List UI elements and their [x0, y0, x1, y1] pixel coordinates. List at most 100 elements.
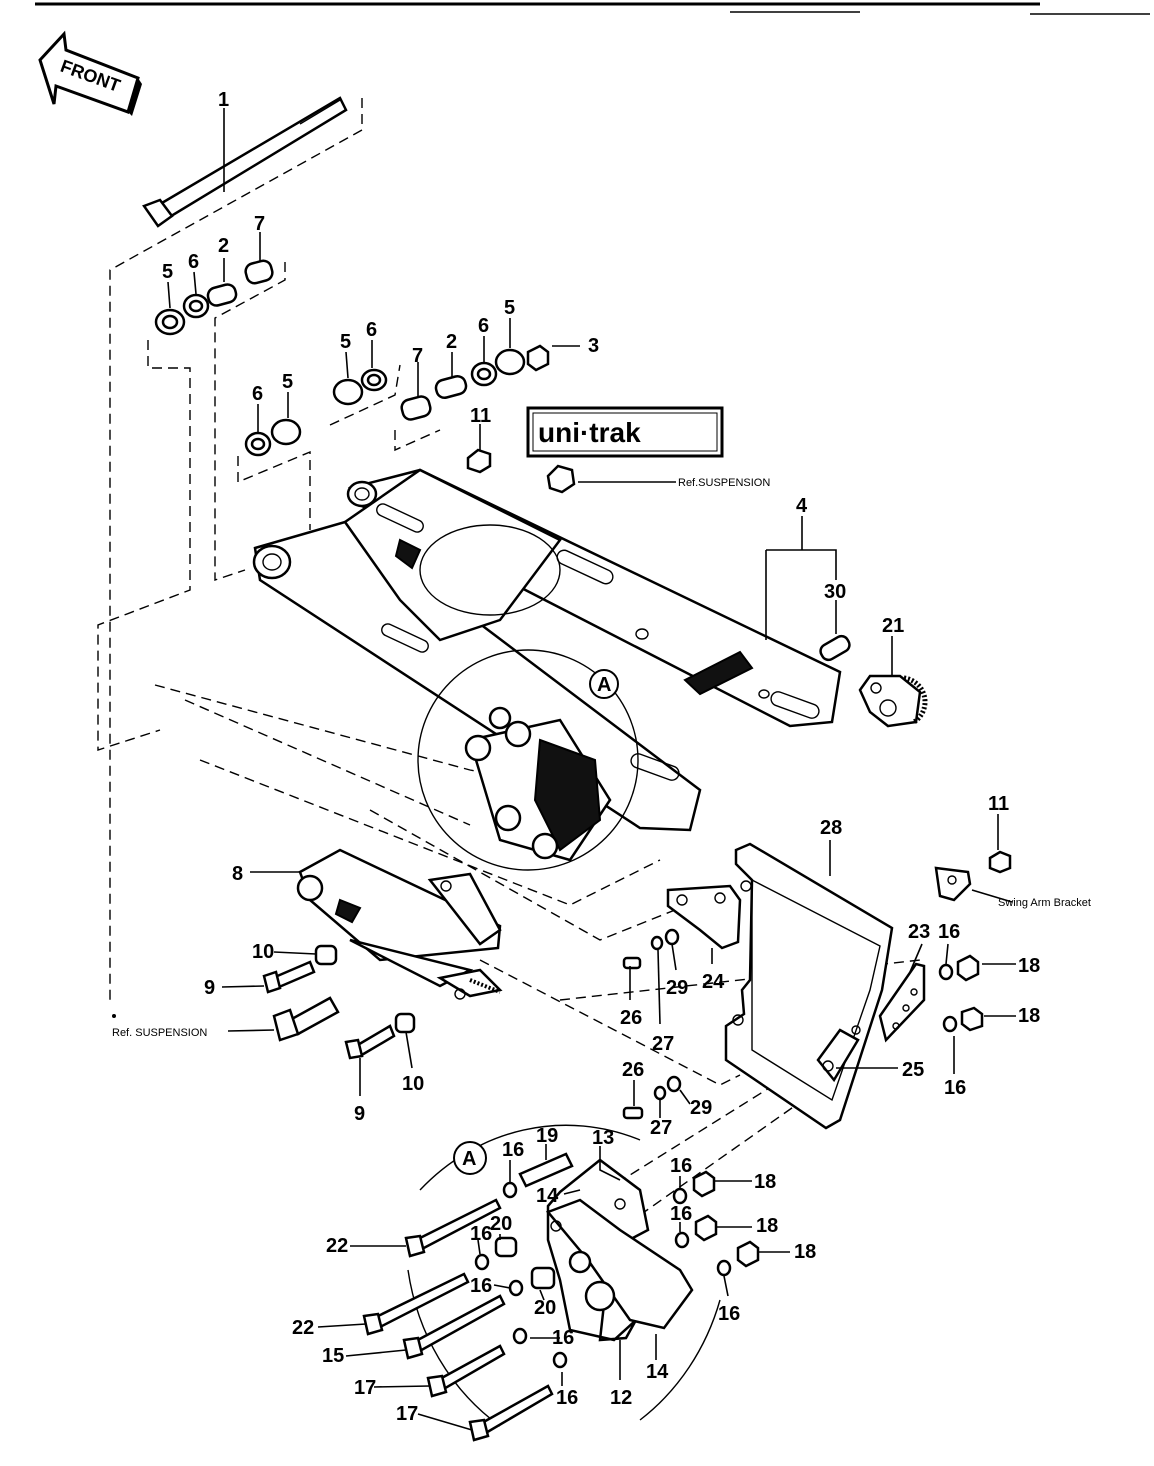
swing-arm-bracket-note: Swing Arm Bracket	[998, 897, 1091, 909]
note-dot	[112, 1014, 116, 1018]
callout-22: 22	[326, 1235, 348, 1257]
callout-18: 18	[754, 1171, 776, 1193]
callout-27: 27	[652, 1033, 674, 1055]
callout-7: 7	[254, 213, 265, 235]
callout-26: 26	[622, 1059, 644, 1081]
callout-16: 16	[556, 1387, 578, 1409]
callout-10: 10	[252, 941, 274, 963]
bracket-24	[666, 884, 742, 950]
callout-30: 30	[824, 581, 846, 603]
callout-14: 14	[646, 1361, 669, 1383]
callout-16: 16	[502, 1139, 524, 1161]
nut-11-upper	[466, 448, 492, 474]
callout-16: 16	[470, 1275, 492, 1297]
callout-16: 16	[470, 1223, 492, 1245]
callout-16: 16	[718, 1303, 740, 1325]
callout-17: 17	[396, 1403, 418, 1425]
callout-18: 18	[794, 1241, 816, 1263]
uni-trak-logo: uni·trak	[526, 406, 724, 458]
callout-12: 12	[610, 1387, 632, 1409]
front-arrow: FRONT	[38, 30, 142, 116]
callout-20: 20	[534, 1297, 556, 1319]
detail-a-label-lower: A	[462, 1148, 476, 1170]
logo-text: uni·trak	[538, 417, 641, 448]
callout-28: 28	[820, 817, 842, 839]
callout-6: 6	[366, 319, 377, 341]
pivot-bolt-1	[142, 96, 348, 228]
left-pivot-hardware-lower	[244, 418, 302, 457]
callout-14: 14	[536, 1185, 559, 1207]
callout-10: 10	[402, 1073, 424, 1095]
callout-20: 20	[490, 1213, 512, 1235]
chain-adjuster-21	[858, 674, 928, 728]
callout-5: 5	[340, 331, 351, 353]
callout-1: 1	[218, 89, 229, 111]
callout-23: 23	[908, 921, 930, 943]
callout-8: 8	[232, 863, 243, 885]
callout-19: 19	[536, 1125, 558, 1147]
plate-25	[816, 1028, 860, 1083]
callout-3: 3	[588, 335, 599, 357]
callout-9: 9	[204, 977, 215, 999]
callout-18: 18	[756, 1215, 778, 1237]
callout-27: 27	[650, 1117, 672, 1139]
pin-30	[819, 634, 851, 662]
right-pivot-hardware	[332, 344, 550, 421]
screw-26-upper	[622, 956, 642, 970]
callout-21: 21	[882, 615, 904, 637]
callout-16: 16	[670, 1155, 692, 1177]
callout-18: 18	[1018, 1005, 1040, 1027]
callout-2: 2	[218, 235, 229, 257]
callout-25: 25	[902, 1059, 924, 1081]
callout-5: 5	[504, 297, 515, 319]
chain-cover-28	[724, 842, 894, 1130]
callout-16: 16	[670, 1203, 692, 1225]
leader-lines	[167, 108, 1016, 1431]
washers-27-29-upper	[650, 928, 680, 951]
callout-2: 2	[446, 331, 457, 353]
bolt-9-lower	[344, 1024, 396, 1060]
ref-suspension-note-left: Ref. SUSPENSION	[112, 1027, 207, 1039]
callout-16: 16	[938, 921, 960, 943]
callout-24: 24	[702, 971, 725, 993]
ref-suspension-note-top: Ref.SUSPENSION	[678, 477, 770, 489]
ref-suspension-bolt	[272, 996, 340, 1042]
nut-11-lower	[988, 850, 1012, 874]
detail-a-label-upper: A	[597, 674, 611, 696]
callout-6: 6	[188, 251, 199, 273]
callout-11: 11	[988, 793, 1009, 815]
callout-22: 22	[292, 1317, 314, 1339]
swing-arm-bracket	[934, 866, 972, 902]
detail-a-upper: A	[417, 649, 639, 871]
callout-6: 6	[252, 383, 263, 405]
collar-10-upper	[314, 944, 338, 966]
callout-16: 16	[944, 1077, 966, 1099]
callout-11: 11	[470, 405, 491, 427]
callout-15: 15	[322, 1345, 344, 1367]
nut-suspension	[546, 464, 576, 494]
callout-29: 29	[690, 1097, 712, 1119]
bolt-9-upper	[262, 960, 316, 994]
callout-numbers: 1 5 6 2 7 5 6 7 2 6 5 3 6 5 11 4 30 21 8…	[162, 89, 1040, 1425]
screw-26-lower	[622, 1106, 644, 1120]
washers-27-29-lower	[653, 1075, 682, 1101]
callout-13: 13	[592, 1127, 614, 1149]
callout-5: 5	[162, 261, 173, 283]
callout-16: 16	[552, 1327, 574, 1349]
collar-10-lower	[394, 1012, 416, 1034]
callout-18: 18	[1018, 955, 1040, 977]
chain-guide-8	[296, 848, 503, 1000]
left-pivot-hardware-upper	[154, 259, 274, 336]
callout-26: 26	[620, 1007, 642, 1029]
callout-7: 7	[412, 345, 423, 367]
callout-17: 17	[354, 1377, 376, 1399]
washers-nuts-18-right	[938, 954, 984, 1033]
top-border	[35, 2, 1150, 15]
swing-arm-4	[252, 468, 842, 832]
callout-5: 5	[282, 371, 293, 393]
callout-29: 29	[666, 977, 688, 999]
callout-4: 4	[796, 495, 808, 517]
detail-a-lower: A	[362, 1124, 760, 1442]
plate-23	[878, 962, 926, 1043]
